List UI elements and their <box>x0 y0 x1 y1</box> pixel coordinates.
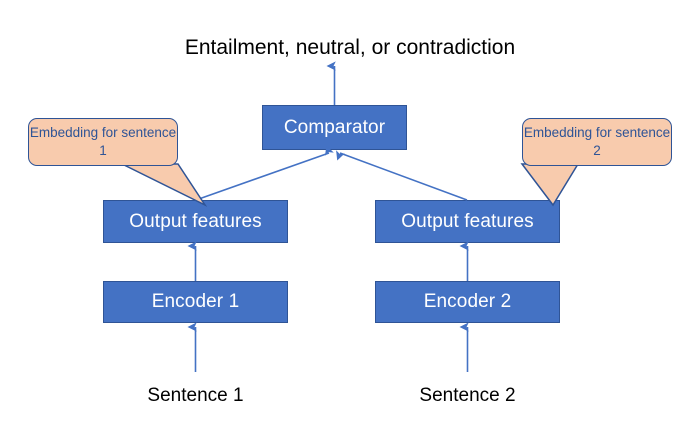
encoder-box-2[interactable]: Encoder 2 <box>375 281 560 323</box>
comparator-box[interactable]: Comparator <box>262 105 407 150</box>
callout-embedding-sentence-2: Embedding for sentence 2 <box>522 118 672 166</box>
sentence-label-1: Sentence 1 <box>147 385 244 406</box>
output-features-box-right[interactable]: Output features <box>375 200 560 243</box>
callout-tail-right <box>520 163 580 207</box>
callout-tail-left <box>121 163 208 207</box>
arrow-left-output-to-comparator <box>195 145 334 201</box>
output-features-box-left[interactable]: Output features <box>103 200 288 243</box>
arrow-right-output-to-comparator <box>336 150 468 201</box>
callout-embedding-sentence-1: Embedding for sentence 1 <box>28 118 178 166</box>
sentence-label-2: Sentence 2 <box>419 385 516 406</box>
diagram-title: Entailment, neutral, or contradiction <box>184 36 516 59</box>
encoder-box-1[interactable]: Encoder 1 <box>103 281 288 323</box>
